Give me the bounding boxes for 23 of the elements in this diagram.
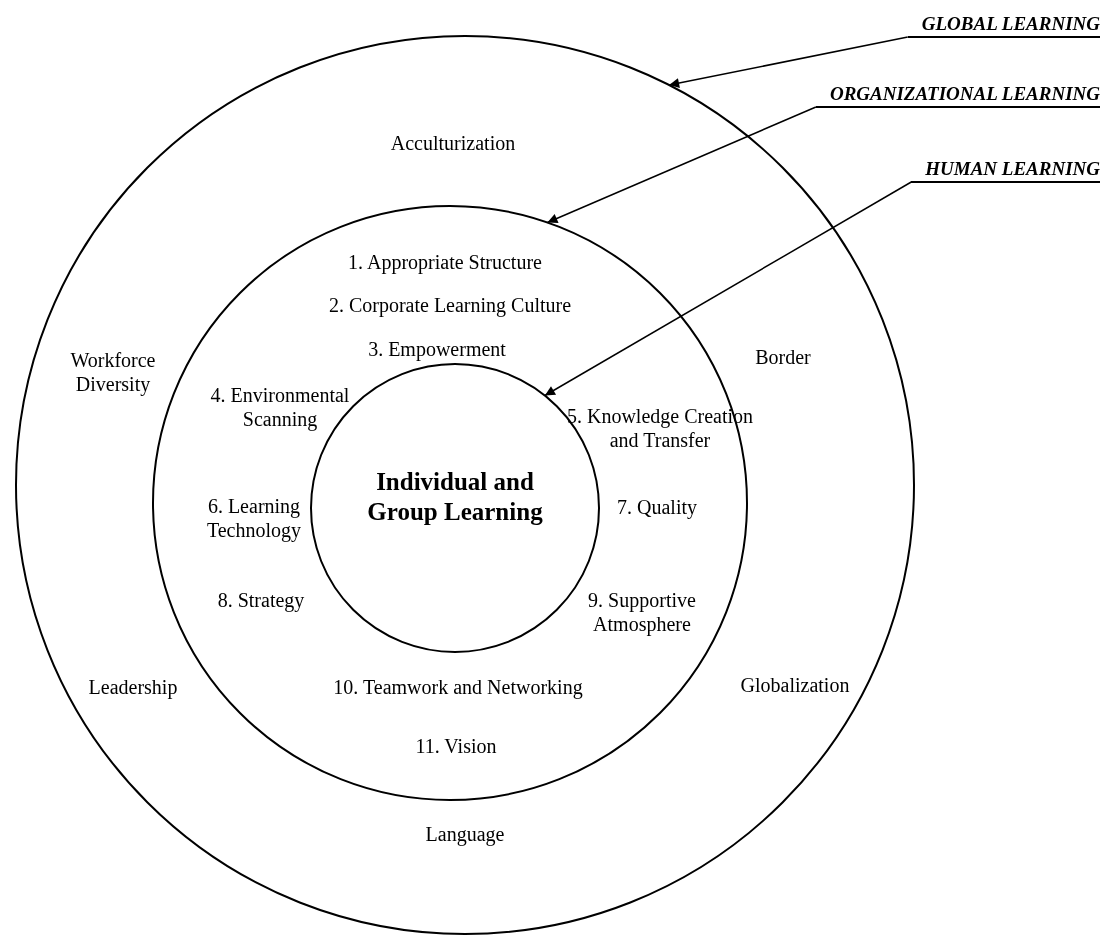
leader-arrow [546, 106, 817, 224]
ring-label: 9. Supportive Atmosphere [587, 588, 697, 636]
ring-label: 3. Empowerment [368, 337, 506, 361]
ring-label: Workforce Diversity [69, 348, 157, 396]
ring-label: 4. Environmental Scanning [209, 383, 351, 431]
ring-label: 7. Quality [617, 495, 697, 519]
callout-label: GLOBAL LEARNING [907, 12, 1100, 38]
ring-label: 1. Appropriate Structure [348, 250, 542, 274]
leader-arrow [668, 36, 909, 88]
ring-label: 10. Teamwork and Networking [333, 675, 583, 699]
ring-label: 6. Learning Technology [205, 494, 303, 542]
leader-arrow [544, 181, 912, 397]
ring-label: Leadership [88, 675, 178, 699]
ring-label: Acculturization [390, 131, 516, 155]
ring-label: Language [425, 822, 505, 846]
ring-label: 8. Strategy [217, 588, 305, 612]
callout-label: ORGANIZATIONAL LEARNING [815, 82, 1100, 108]
center-label: Individual and Group Learning [366, 467, 544, 527]
ring-label: 11. Vision [415, 734, 497, 758]
ring-label: 2. Corporate Learning Culture [328, 293, 572, 317]
callout-label: HUMAN LEARNING [911, 157, 1100, 183]
ring-label: Border [755, 345, 811, 369]
ring-label: Globalization [740, 673, 850, 697]
